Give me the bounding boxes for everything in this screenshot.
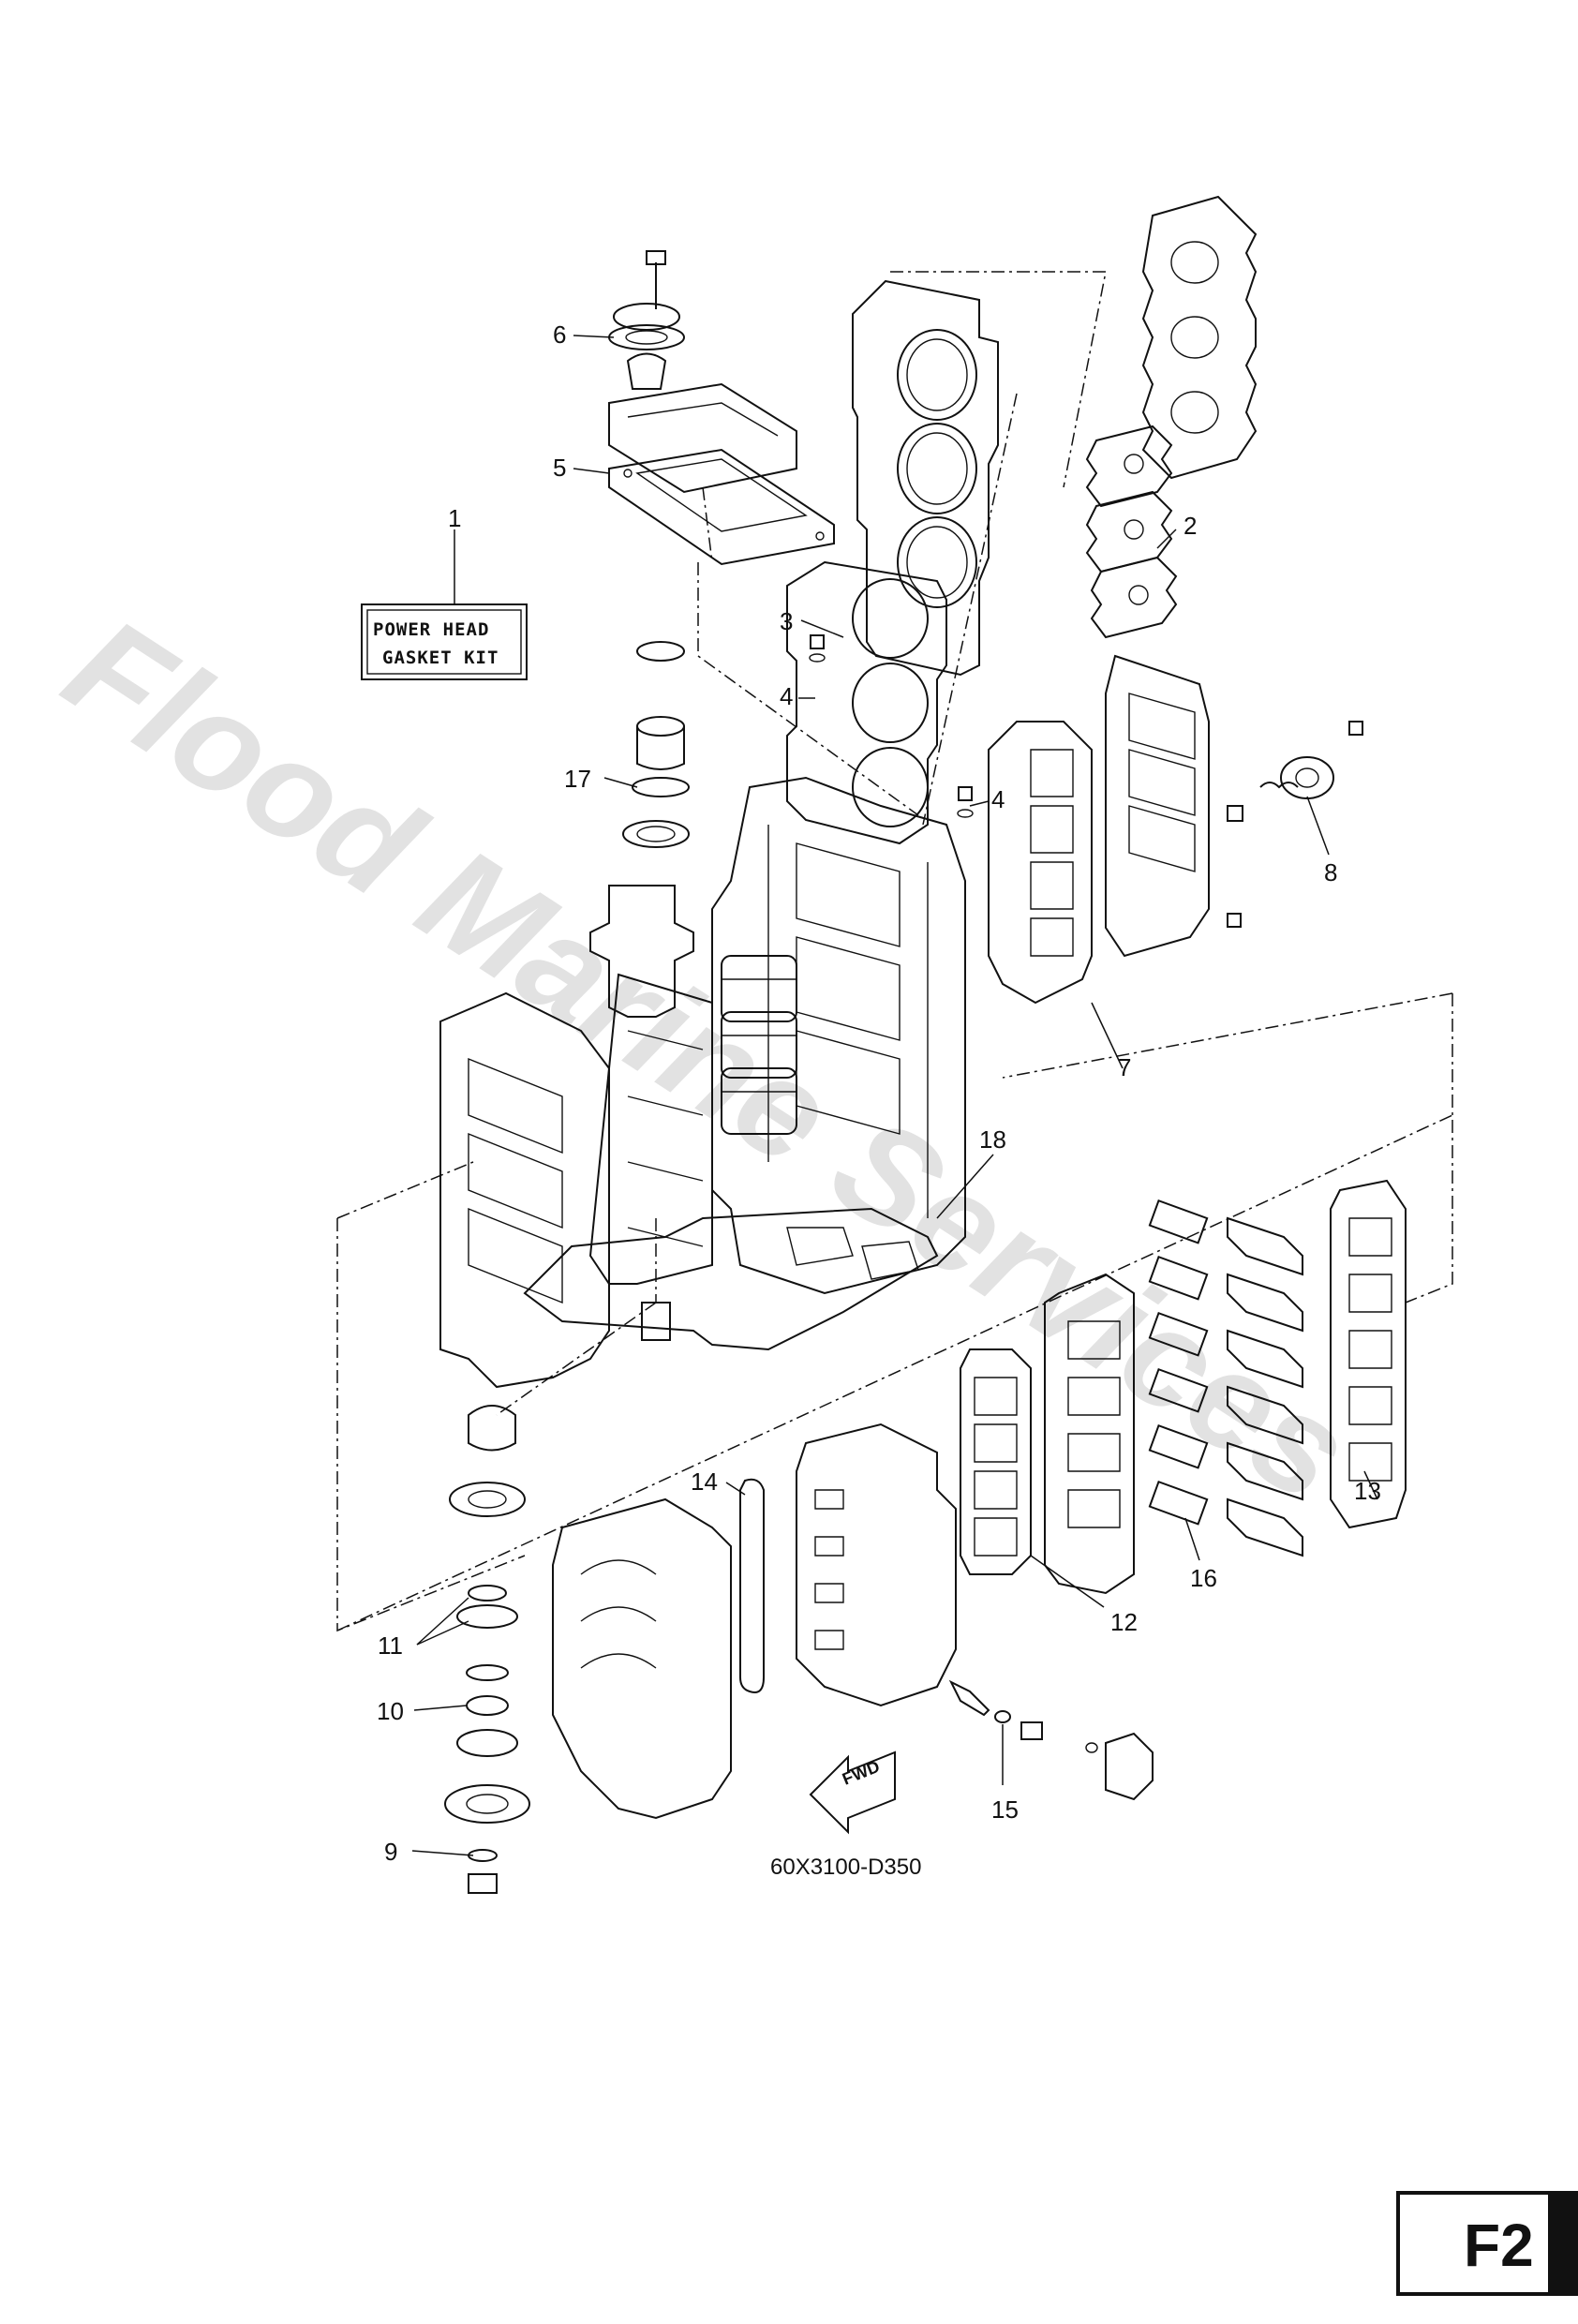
callout-17: 17 — [564, 765, 591, 793]
watermark: Flood Marine Services — [40, 587, 1377, 1531]
crankshaft — [588, 885, 713, 1341]
lower-bearings — [444, 1405, 530, 1894]
callout-1: 1 — [448, 504, 461, 532]
kit-label-line2: GASKET KIT — [382, 648, 499, 668]
callout-12: 12 — [1110, 1608, 1138, 1636]
callout-numbers: 1 2 3 4 4 5 6 7 8 9 10 11 12 13 14 15 16… — [377, 320, 1381, 1866]
callout-4a: 4 — [780, 682, 793, 710]
callout-5: 5 — [553, 454, 566, 482]
part-1-gasket-kit-box: POWER HEAD GASKET KIT — [361, 603, 528, 680]
intake-manifold — [796, 1423, 957, 1707]
page-tag-box: F2 — [1396, 2191, 1578, 2296]
part-7-exhaust-gasket — [988, 721, 1093, 1005]
fwd-label: FWD — [840, 1757, 882, 1789]
callout-4b: 4 — [991, 785, 1005, 813]
reed-cages — [1227, 1216, 1303, 1557]
part-14-seal-loop — [739, 1478, 765, 1693]
callout-10: 10 — [377, 1697, 404, 1725]
callout-16: 16 — [1190, 1564, 1217, 1592]
part-18-base-gasket — [523, 1207, 939, 1351]
cylinder-head — [852, 279, 999, 677]
part-15-drain-fittings — [948, 1679, 1154, 1801]
callout-14: 14 — [691, 1467, 718, 1496]
part-4-bolts — [809, 634, 974, 818]
part-8-thermostat-housing — [1227, 721, 1363, 928]
part-3-head-gasket — [786, 560, 947, 845]
crank-top-seals — [622, 641, 690, 848]
kit-label-line1: POWER HEAD — [373, 619, 489, 640]
head-cover — [1141, 195, 1258, 480]
callout-3: 3 — [780, 607, 793, 635]
fwd-arrow: FWD — [809, 1750, 896, 1835]
assembly-lines — [336, 271, 1453, 1632]
callout-8: 8 — [1324, 858, 1337, 886]
part-13-reed-gasket — [1330, 1179, 1407, 1529]
page-tag: F2 — [1464, 2212, 1534, 2279]
pistons — [721, 955, 797, 1135]
callout-13: 13 — [1354, 1477, 1381, 1505]
intake-silencer — [552, 1497, 732, 1820]
part-5-cover-gasket — [608, 448, 835, 566]
callout-15: 15 — [991, 1795, 1019, 1824]
part-12-manifold-gasket — [960, 1348, 1032, 1575]
leader-lines — [411, 335, 1378, 1856]
part-2-head-cover-gaskets — [1085, 425, 1178, 639]
diagram-code: 60X3100-D350 — [770, 1855, 921, 1880]
crankcase — [439, 991, 610, 1389]
callout-2: 2 — [1184, 512, 1197, 540]
callout-6: 6 — [553, 320, 566, 349]
exhaust-cover — [1105, 654, 1210, 958]
callout-18: 18 — [979, 1125, 1006, 1154]
part-16-reed-petals — [1148, 1199, 1209, 1526]
reed-valve-block — [1044, 1273, 1135, 1595]
callout-11: 11 — [378, 1631, 403, 1660]
callout-7: 7 — [1118, 1053, 1131, 1081]
part-6-thermostat-cover — [608, 250, 797, 494]
callout-9: 9 — [384, 1838, 397, 1866]
